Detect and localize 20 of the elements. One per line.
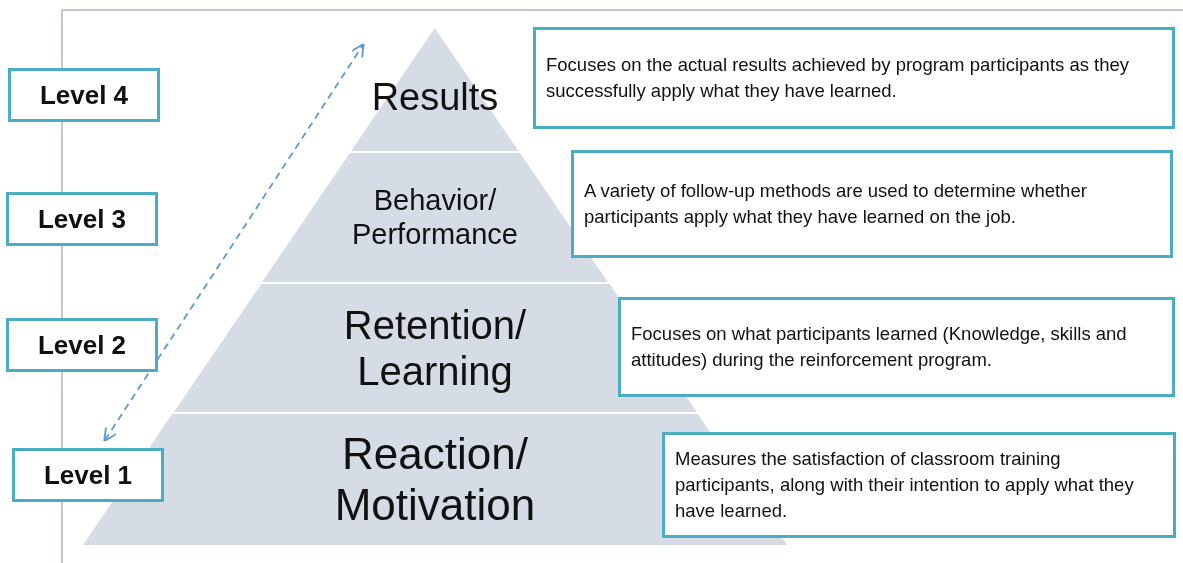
description-text: Focuses on the actual results achieved by program participants as they successfully apply what they have learned. <box>546 53 1131 103</box>
level-label-box <box>8 68 160 122</box>
description-box <box>533 27 1175 129</box>
description-text: Measures the satisfaction of classroom training participants, along with their intention to apply what they have learned. <box>675 447 1135 523</box>
level-label-box <box>6 318 158 372</box>
level-label-box <box>6 192 158 246</box>
level-label: Level 4 <box>39 79 129 111</box>
tier-title: Retention/ Learning <box>343 302 527 394</box>
tier-title: Reaction/ Motivation <box>334 428 536 531</box>
level-label: Level 3 <box>37 203 127 235</box>
description-text: A variety of follow-up methods are used to determine whether participants apply what they have learned on the job. <box>584 179 1088 229</box>
tier-title: Results <box>371 75 499 120</box>
description-text: Focuses on what participants learned (Knowledge, skills and attitudes) during the reinforcement program. <box>631 322 1128 372</box>
level-label-box <box>12 448 164 502</box>
description-box <box>662 432 1176 538</box>
description-box <box>571 150 1173 258</box>
level-label: Level 1 <box>43 459 133 491</box>
tier-title: Behavior/ Performance <box>352 184 518 251</box>
description-box <box>618 297 1175 397</box>
level-label: Level 2 <box>37 329 127 361</box>
